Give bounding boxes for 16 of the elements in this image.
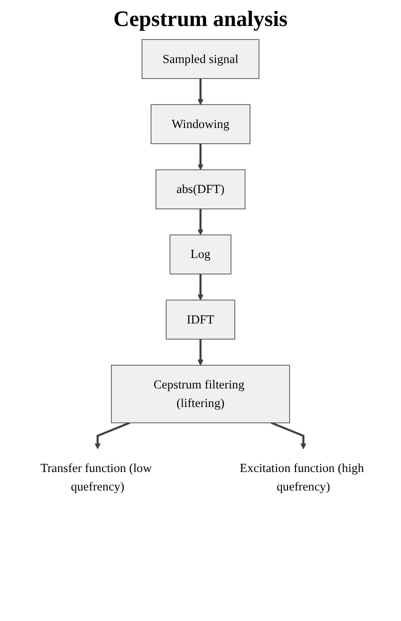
node-box: Sampled signal <box>142 39 260 79</box>
arrow <box>270 422 306 450</box>
node-box: abs(DFT) <box>156 169 246 210</box>
title: Cepstrum analysis <box>112 6 289 32</box>
arrow <box>197 78 204 105</box>
arrow <box>94 422 130 450</box>
node-box: Log <box>170 234 232 274</box>
arrow <box>197 274 204 300</box>
node-box: IDFT <box>166 300 236 340</box>
node-text: Excitation function (high quefrency) <box>240 461 364 494</box>
arrow <box>197 339 204 366</box>
node-box: Cepstrum filtering (liftering) <box>111 364 290 424</box>
arrow <box>197 208 204 236</box>
arrow <box>197 144 204 170</box>
node-box: Windowing <box>150 104 250 144</box>
node-text: Transfer function (low quefrency) <box>40 461 152 494</box>
